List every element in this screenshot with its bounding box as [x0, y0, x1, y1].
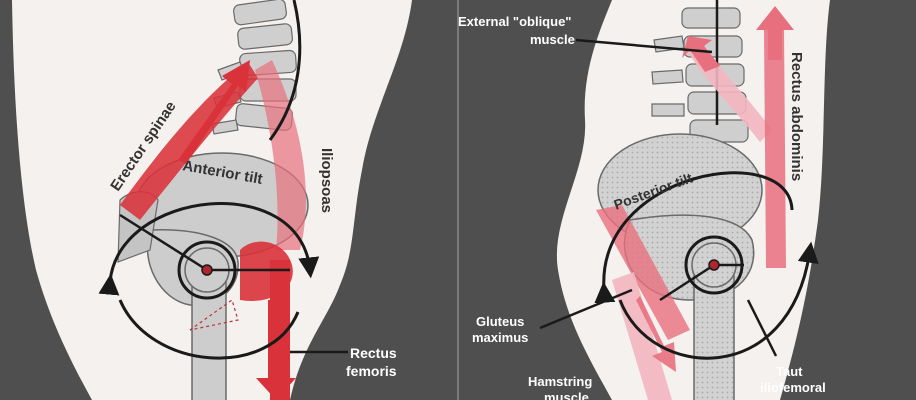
right-hip-pivot	[709, 260, 719, 270]
left-panel: Erector spinae Anterior tilt Iliopsoas R…	[0, 0, 458, 400]
right-femur-shaft	[694, 276, 734, 400]
label-gluteus-1: Gluteus	[476, 314, 524, 329]
label-hamstring-2: muscle	[544, 390, 589, 400]
label-taut-2: iliofemoral	[760, 380, 826, 395]
label-taut-1: Taut	[776, 364, 803, 379]
label-rectus-femoris-2: femoris	[346, 363, 397, 379]
left-hip-pivot	[202, 265, 212, 275]
label-rectus-abdominis: Rectus abdominis	[788, 52, 805, 181]
label-gluteus-2: maximus	[472, 330, 528, 345]
label-external-oblique-2: muscle	[530, 32, 575, 47]
label-rectus-femoris-1: Rectus	[350, 345, 397, 361]
label-iliopsoas: Iliopsoas	[318, 148, 335, 213]
label-hamstring-1: Hamstring	[528, 374, 592, 389]
right-rectus-abdominis-muscle	[764, 30, 786, 268]
label-external-oblique-1: External "oblique"	[458, 14, 571, 29]
right-panel: External "oblique" muscle Rectus abdomin…	[458, 0, 916, 400]
